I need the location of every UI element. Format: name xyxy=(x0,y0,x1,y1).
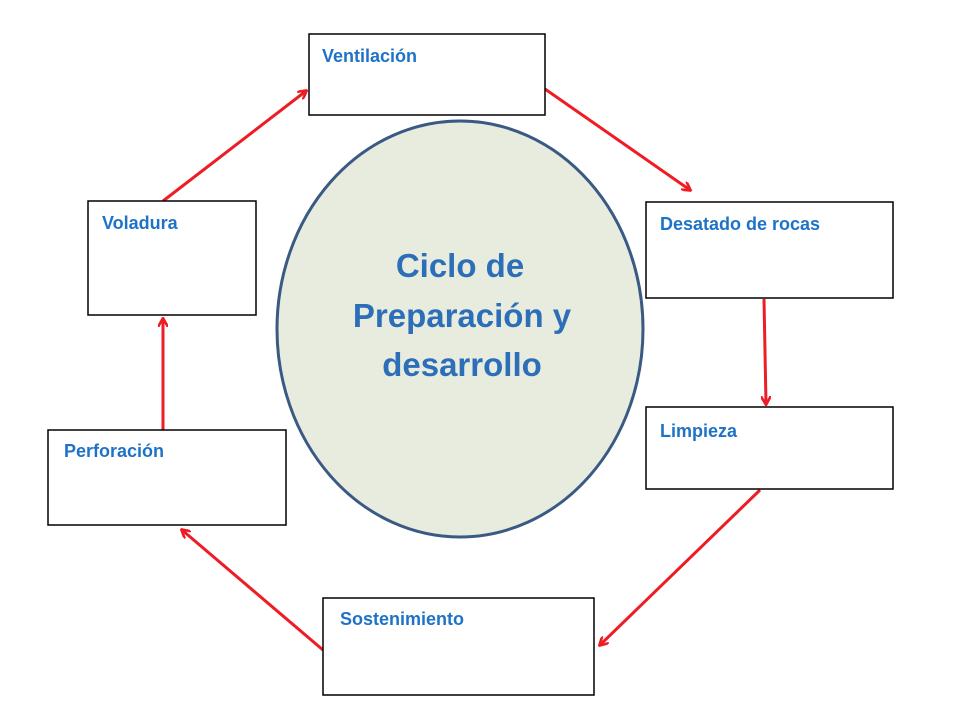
center-title-line-3: desarrollo xyxy=(382,346,542,383)
cycle-arrows xyxy=(162,87,766,652)
step-label: Sostenimiento xyxy=(340,609,464,629)
step-limpieza: Limpieza xyxy=(645,406,894,490)
step-box xyxy=(47,429,287,526)
step-perforacion: Perforación xyxy=(47,429,287,526)
step-box xyxy=(645,406,894,490)
step-box xyxy=(322,597,595,696)
arrow-voladura-to-ventilacion xyxy=(162,91,306,203)
step-label: Desatado de rocas xyxy=(660,214,820,234)
center-ellipse xyxy=(275,119,645,539)
step-label: Voladura xyxy=(102,213,179,233)
step-desatado-de-rocas: Desatado de rocas xyxy=(645,201,894,299)
center-title-line-2: Preparación y xyxy=(353,297,572,334)
step-voladura: Voladura xyxy=(87,200,257,316)
step-label: Ventilación xyxy=(322,46,417,66)
arrow-desatado-to-limpieza xyxy=(764,298,766,404)
step-sostenimiento: Sostenimiento xyxy=(322,597,595,696)
center-node: Ciclo de Preparación y desarrollo xyxy=(275,119,645,539)
step-box xyxy=(308,33,546,116)
arrow-sostenimiento-to-perforacion xyxy=(182,530,324,652)
step-box xyxy=(87,200,257,316)
arrow-ventilacion-to-desatado xyxy=(544,87,690,190)
step-ventilacion: Ventilación xyxy=(308,33,546,116)
arrow-limpieza-to-sostenimiento xyxy=(600,488,762,645)
step-box xyxy=(645,201,894,299)
center-title-line-1: Ciclo de xyxy=(396,247,524,284)
step-label: Perforación xyxy=(64,441,164,461)
step-label: Limpieza xyxy=(660,421,738,441)
